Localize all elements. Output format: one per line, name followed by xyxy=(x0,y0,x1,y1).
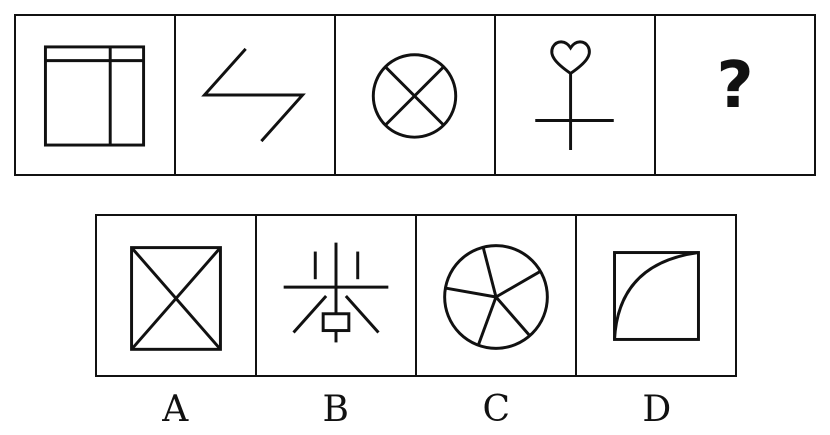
option-c-label[interactable]: C xyxy=(482,389,511,430)
option-a-figure[interactable] xyxy=(97,216,257,375)
option-d-label[interactable]: D xyxy=(642,389,672,430)
question-mark: ? xyxy=(716,49,754,123)
arc-square-icon xyxy=(613,251,700,341)
question-cell-4 xyxy=(496,16,656,174)
option-c-figure[interactable] xyxy=(417,216,577,375)
segmented-circle-icon xyxy=(443,244,549,350)
option-labels: A B C D xyxy=(95,389,737,431)
option-b-label[interactable]: B xyxy=(322,389,349,430)
character-mi-icon xyxy=(283,242,389,343)
crossed-square-icon xyxy=(130,246,222,351)
zigzag-icon xyxy=(201,47,306,143)
option-a-label[interactable]: A xyxy=(162,389,189,430)
question-cell-3 xyxy=(336,16,496,174)
option-d-figure[interactable] xyxy=(577,216,735,375)
question-figure-row: ? xyxy=(14,14,816,176)
crossed-circle-icon xyxy=(371,53,458,139)
heart-on-stick-icon xyxy=(535,40,614,150)
window-grid-icon xyxy=(43,45,146,147)
option-b-figure[interactable] xyxy=(257,216,417,375)
question-cell-1 xyxy=(16,16,176,174)
question-cell-5: ? xyxy=(656,16,814,174)
answer-option-row xyxy=(95,214,737,377)
question-cell-2 xyxy=(176,16,336,174)
